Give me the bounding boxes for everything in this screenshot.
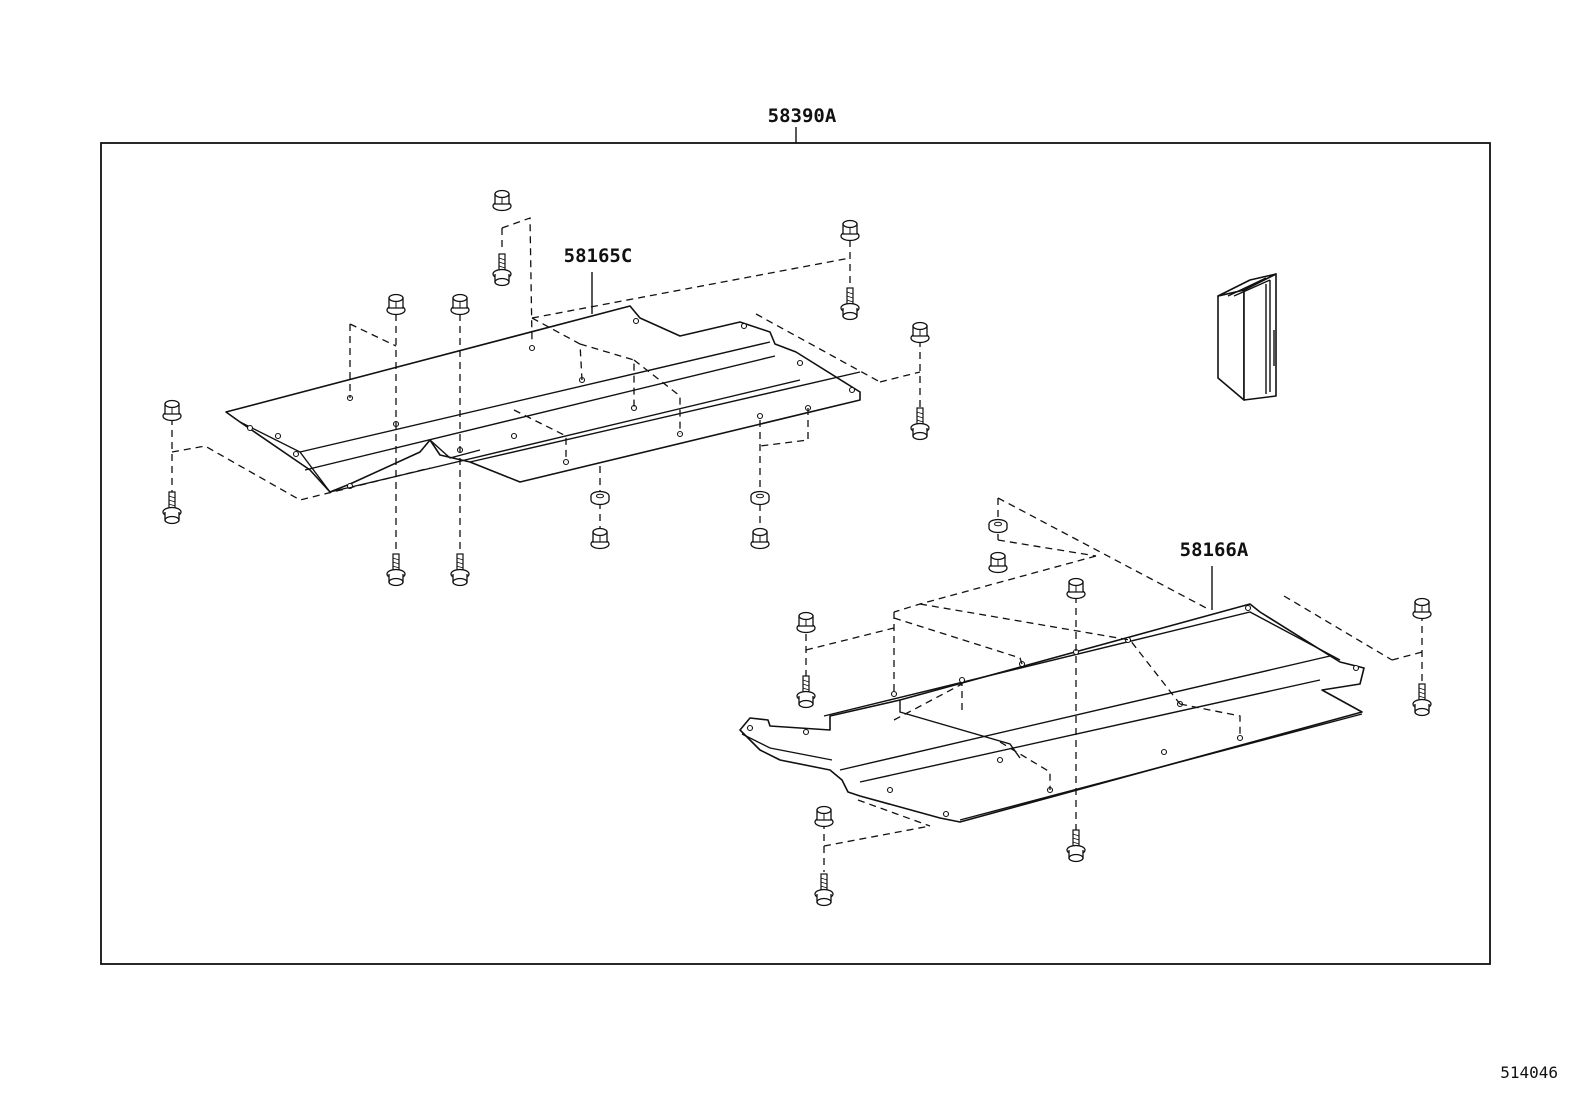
figure-number: 514046 — [1500, 1063, 1558, 1082]
rear-plate-ridge — [859, 679, 1321, 783]
rear-plate-ridge — [959, 713, 1363, 821]
washer-icon[interactable] — [988, 518, 1008, 534]
flange-nut-icon[interactable] — [590, 527, 610, 550]
assembly-frame — [100, 142, 1491, 965]
rear-plate-body — [739, 603, 1365, 823]
front-plate-ridge — [469, 371, 861, 463]
flange-bolt-icon[interactable] — [814, 873, 834, 907]
washer-icon[interactable] — [590, 490, 610, 506]
flange-bolt-icon[interactable] — [1412, 683, 1432, 717]
rear-plate-ridge — [839, 655, 1331, 771]
flange-bolt-icon[interactable] — [840, 287, 860, 321]
flange-bolt-icon[interactable] — [162, 491, 182, 525]
flange-nut-icon[interactable] — [910, 321, 930, 344]
washer-icon[interactable] — [750, 490, 770, 506]
flange-nut-icon[interactable] — [1066, 577, 1086, 600]
flange-bolt-icon[interactable] — [386, 553, 406, 587]
flange-bolt-icon[interactable] — [450, 553, 470, 587]
front-cover-guides — [171, 217, 921, 568]
front-plate-ridge — [304, 355, 776, 471]
flange-nut-icon[interactable] — [814, 805, 834, 828]
flange-nut-icon[interactable] — [386, 293, 406, 316]
flange-bolt-icon[interactable] — [492, 253, 512, 287]
rear-cover-guides — [805, 497, 1423, 872]
front-plate-ridge — [299, 341, 771, 453]
front-skid-plate[interactable] — [225, 305, 861, 493]
flange-bolt-icon[interactable] — [796, 675, 816, 709]
flange-nut-icon[interactable] — [796, 611, 816, 634]
rear-plate-ridge — [741, 733, 833, 761]
flange-bolt-icon[interactable] — [910, 407, 930, 441]
front-plate-ridge — [429, 439, 481, 459]
assembly-label[interactable]: 58390A — [768, 105, 837, 127]
flange-bolt-icon[interactable] — [1066, 829, 1086, 863]
front-plate-body — [225, 305, 861, 493]
rear-skid-plate[interactable] — [739, 603, 1365, 823]
flange-nut-icon[interactable] — [450, 293, 470, 316]
flange-nut-icon[interactable] — [1412, 597, 1432, 620]
front-cover-label[interactable]: 58165C — [564, 245, 633, 267]
flange-nut-icon[interactable] — [492, 189, 512, 212]
instruction-booklet-icon[interactable] — [1217, 273, 1277, 401]
front-plate-ridge — [329, 379, 801, 493]
flange-nut-icon[interactable] — [750, 527, 770, 550]
rear-cover-label[interactable]: 58166A — [1180, 539, 1249, 561]
flange-nut-icon[interactable] — [988, 551, 1008, 574]
rear-plate-ridge — [823, 611, 1341, 717]
front-plate-holes — [246, 317, 856, 490]
flange-nut-icon[interactable] — [162, 399, 182, 422]
flange-nut-icon[interactable] — [840, 219, 860, 242]
